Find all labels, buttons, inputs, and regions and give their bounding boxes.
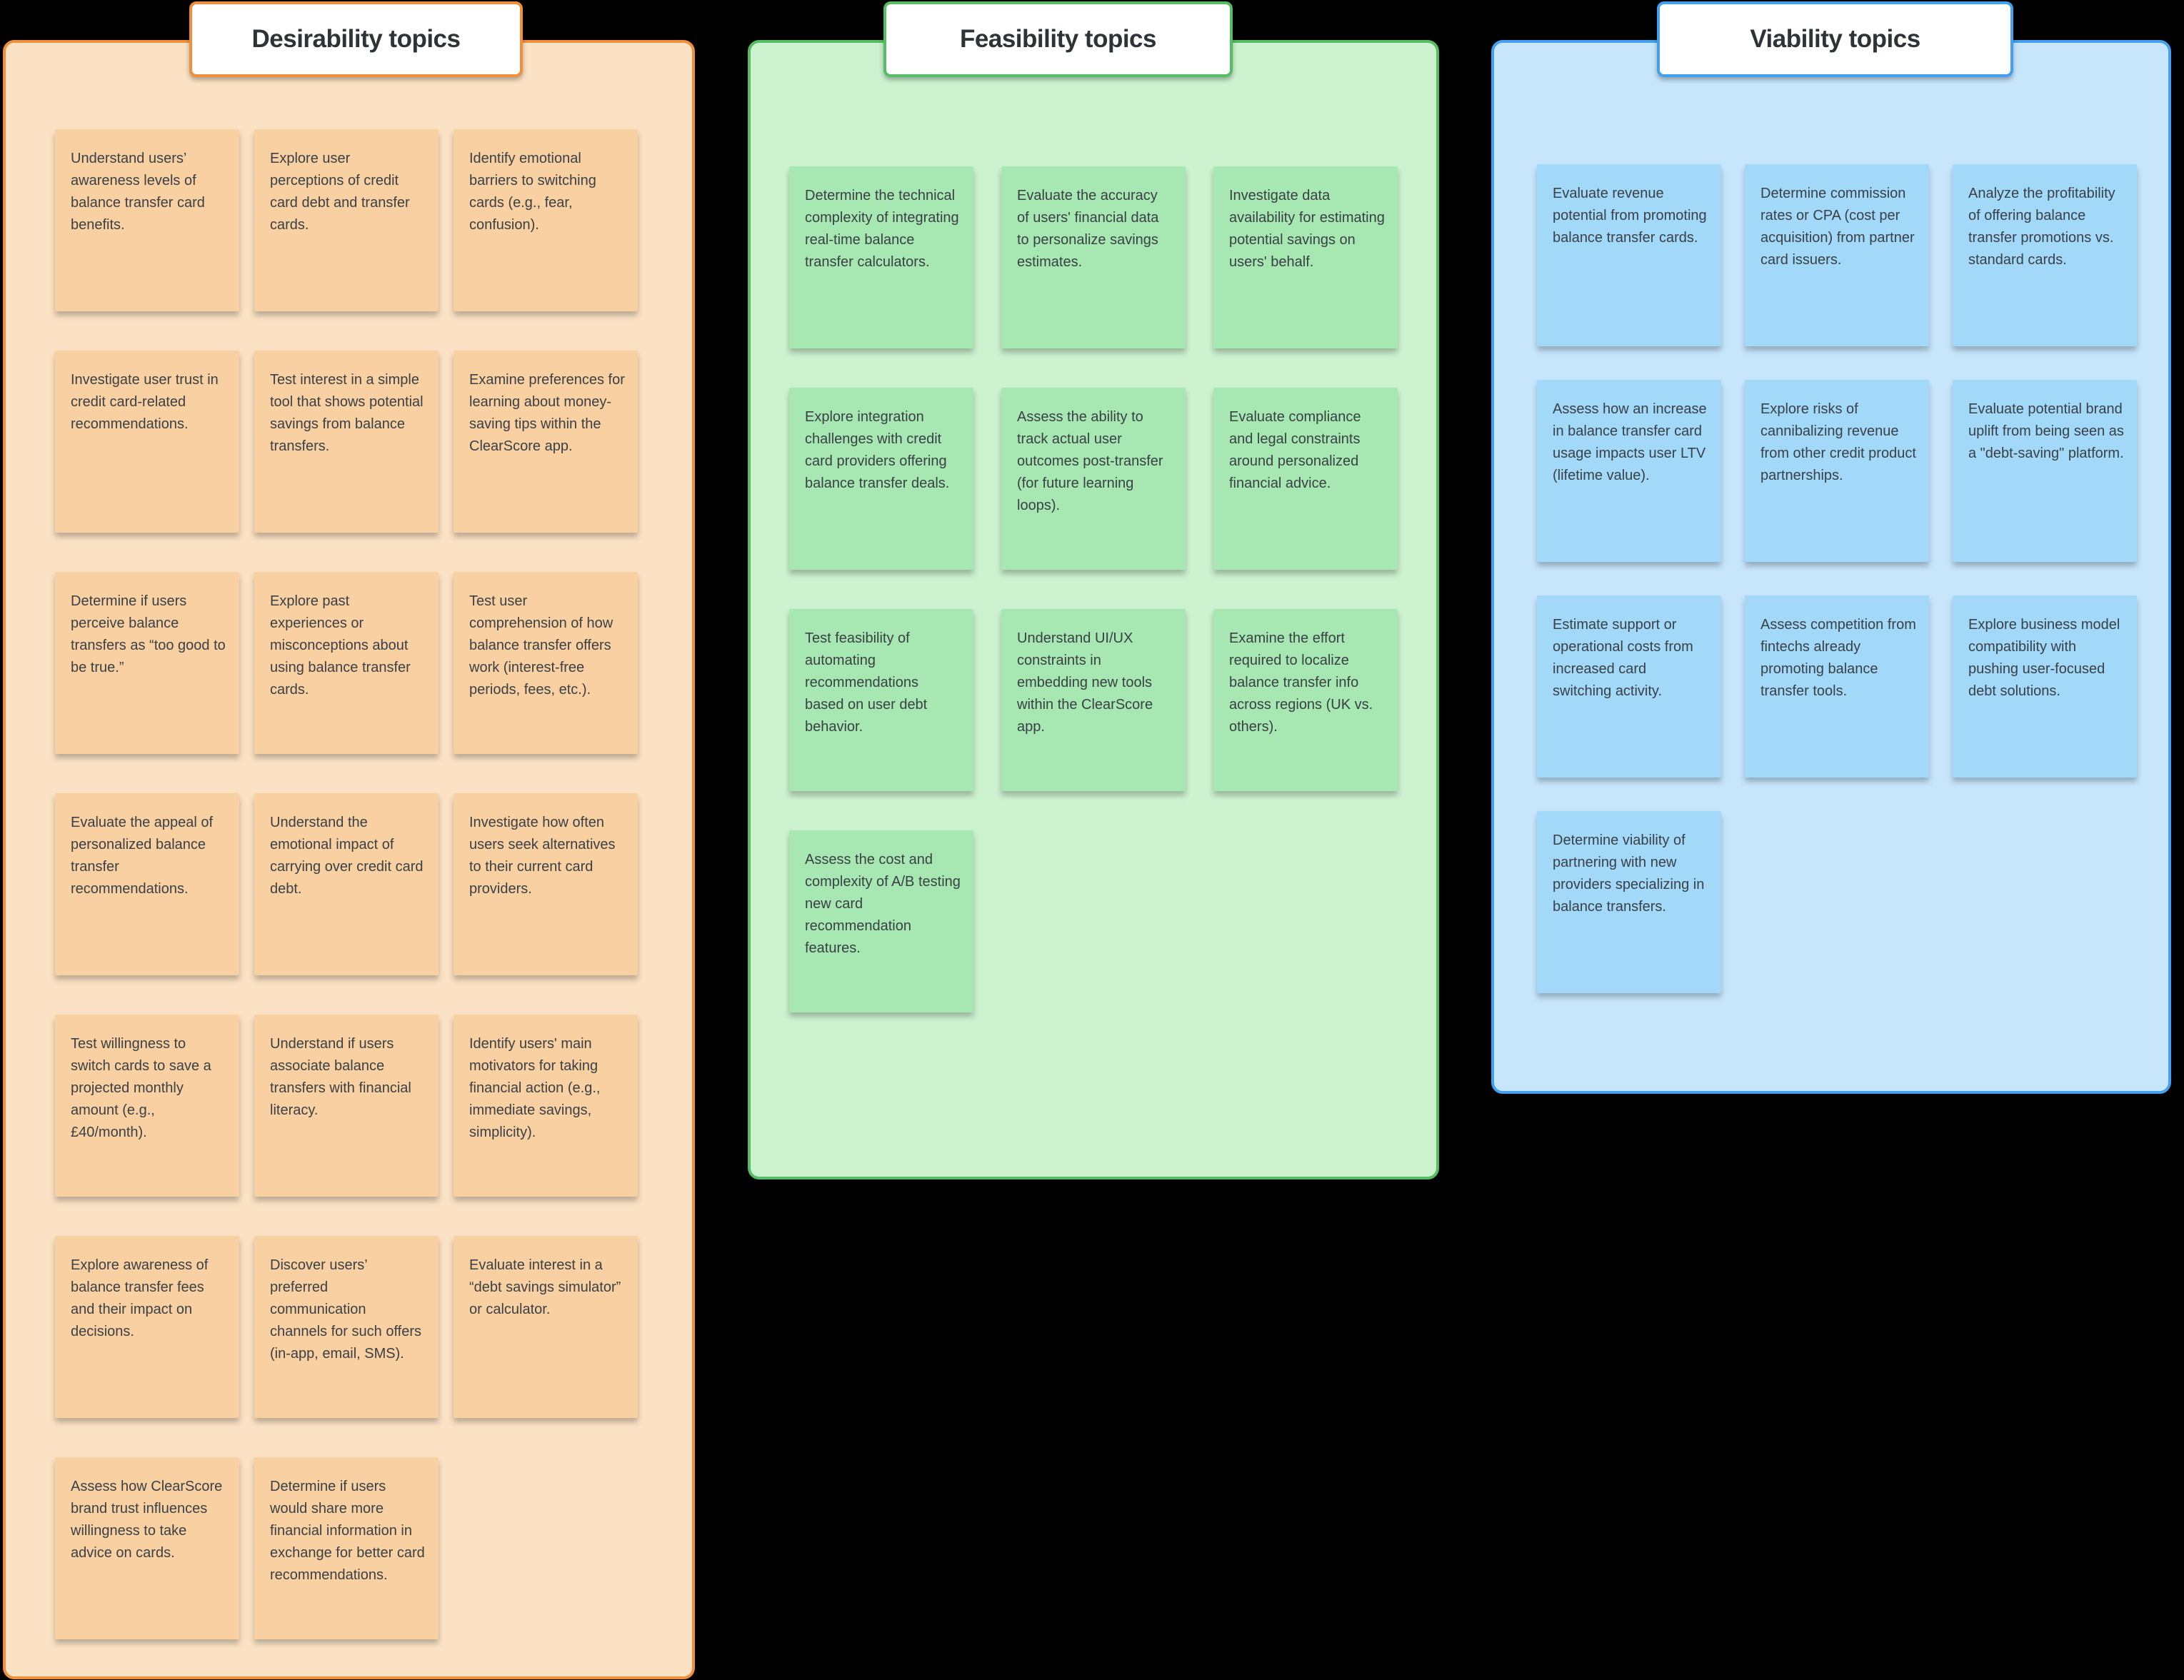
sticky-note[interactable]: Understand UI/UX constraints in embeddin… xyxy=(1001,609,1186,791)
sticky-note[interactable]: Evaluate the appeal of personalized bala… xyxy=(55,793,239,975)
sticky-note[interactable]: Assess competition from fintechs already… xyxy=(1745,595,1929,778)
sticky-note[interactable]: Analyze the profitability of offering ba… xyxy=(1953,164,2137,346)
sticky-note[interactable]: Explore past experiences or misconceptio… xyxy=(254,572,439,754)
sticky-note[interactable]: Examine the effort required to localize … xyxy=(1213,609,1398,791)
sticky-note[interactable]: Assess the ability to track actual user … xyxy=(1001,388,1186,570)
viability-panel: Evaluate revenue potential from promotin… xyxy=(1491,40,2171,1094)
sticky-note[interactable]: Understand users’ awareness levels of ba… xyxy=(55,129,239,311)
sticky-note[interactable]: Test feasibility of automating recommend… xyxy=(789,609,973,791)
sticky-note[interactable]: Evaluate revenue potential from promotin… xyxy=(1537,164,1721,346)
sticky-note[interactable]: Investigate user trust in credit card-re… xyxy=(55,351,239,533)
sticky-note[interactable]: Evaluate interest in a “debt savings sim… xyxy=(454,1236,638,1418)
feasibility-section-header[interactable]: Feasibility topics xyxy=(883,1,1233,77)
sticky-note[interactable]: Evaluate compliance and legal constraint… xyxy=(1213,388,1398,570)
feasibility-panel: Determine the technical complexity of in… xyxy=(748,40,1439,1179)
sticky-note[interactable]: Determine commission rates or CPA (cost … xyxy=(1745,164,1929,346)
sticky-note[interactable]: Discover users’ preferred communication … xyxy=(254,1236,439,1418)
sticky-note[interactable]: Assess the cost and complexity of A/B te… xyxy=(789,830,973,1012)
viability-notes-grid: Evaluate revenue potential from promotin… xyxy=(1494,43,2168,993)
desirability-panel: Understand users’ awareness levels of ba… xyxy=(3,40,695,1679)
sticky-note[interactable]: Assess how an increase in balance transf… xyxy=(1537,380,1721,562)
sticky-note[interactable]: Explore business model compatibility wit… xyxy=(1953,595,2137,778)
sticky-note[interactable]: Explore integration challenges with cred… xyxy=(789,388,973,570)
viability-section-header[interactable]: Viability topics xyxy=(1657,1,2013,77)
sticky-note[interactable]: Assess how ClearScore brand trust influe… xyxy=(55,1457,239,1639)
desirability-section-header[interactable]: Desirability topics xyxy=(189,1,523,77)
sticky-note[interactable]: Examine preferences for learning about m… xyxy=(454,351,638,533)
sticky-note[interactable]: Determine if users perceive balance tran… xyxy=(55,572,239,754)
sticky-note[interactable]: Identify emotional barriers to switching… xyxy=(454,129,638,311)
sticky-note[interactable]: Test user comprehension of how balance t… xyxy=(454,572,638,754)
sticky-note[interactable]: Test interest in a simple tool that show… xyxy=(254,351,439,533)
sticky-note[interactable]: Determine viability of partnering with n… xyxy=(1537,811,1721,993)
feasibility-section-title: Feasibility topics xyxy=(960,25,1156,53)
desirability-section-title: Desirability topics xyxy=(251,25,461,53)
sticky-note[interactable]: Investigate data availability for estima… xyxy=(1213,166,1398,348)
sticky-note[interactable]: Explore user perceptions of credit card … xyxy=(254,129,439,311)
sticky-note[interactable]: Explore risks of cannibalizing revenue f… xyxy=(1745,380,1929,562)
sticky-note[interactable]: Explore awareness of balance transfer fe… xyxy=(55,1236,239,1418)
desirability-notes-grid: Understand users’ awareness levels of ba… xyxy=(6,43,692,1639)
viability-section-title: Viability topics xyxy=(1750,25,1920,53)
sticky-note[interactable]: Identify users' main motivators for taki… xyxy=(454,1015,638,1197)
sticky-note[interactable]: Investigate how often users seek alterna… xyxy=(454,793,638,975)
sticky-note[interactable]: Evaluate the accuracy of users' financia… xyxy=(1001,166,1186,348)
sticky-note[interactable]: Understand if users associate balance tr… xyxy=(254,1015,439,1197)
sticky-note[interactable]: Estimate support or operational costs fr… xyxy=(1537,595,1721,778)
sticky-note[interactable]: Determine if users would share more fina… xyxy=(254,1457,439,1639)
sticky-note[interactable]: Evaluate potential brand uplift from bei… xyxy=(1953,380,2137,562)
sticky-note[interactable]: Test willingness to switch cards to save… xyxy=(55,1015,239,1197)
sticky-note[interactable]: Determine the technical complexity of in… xyxy=(789,166,973,348)
feasibility-notes-grid: Determine the technical complexity of in… xyxy=(751,43,1436,1012)
sticky-note[interactable]: Understand the emotional impact of carry… xyxy=(254,793,439,975)
